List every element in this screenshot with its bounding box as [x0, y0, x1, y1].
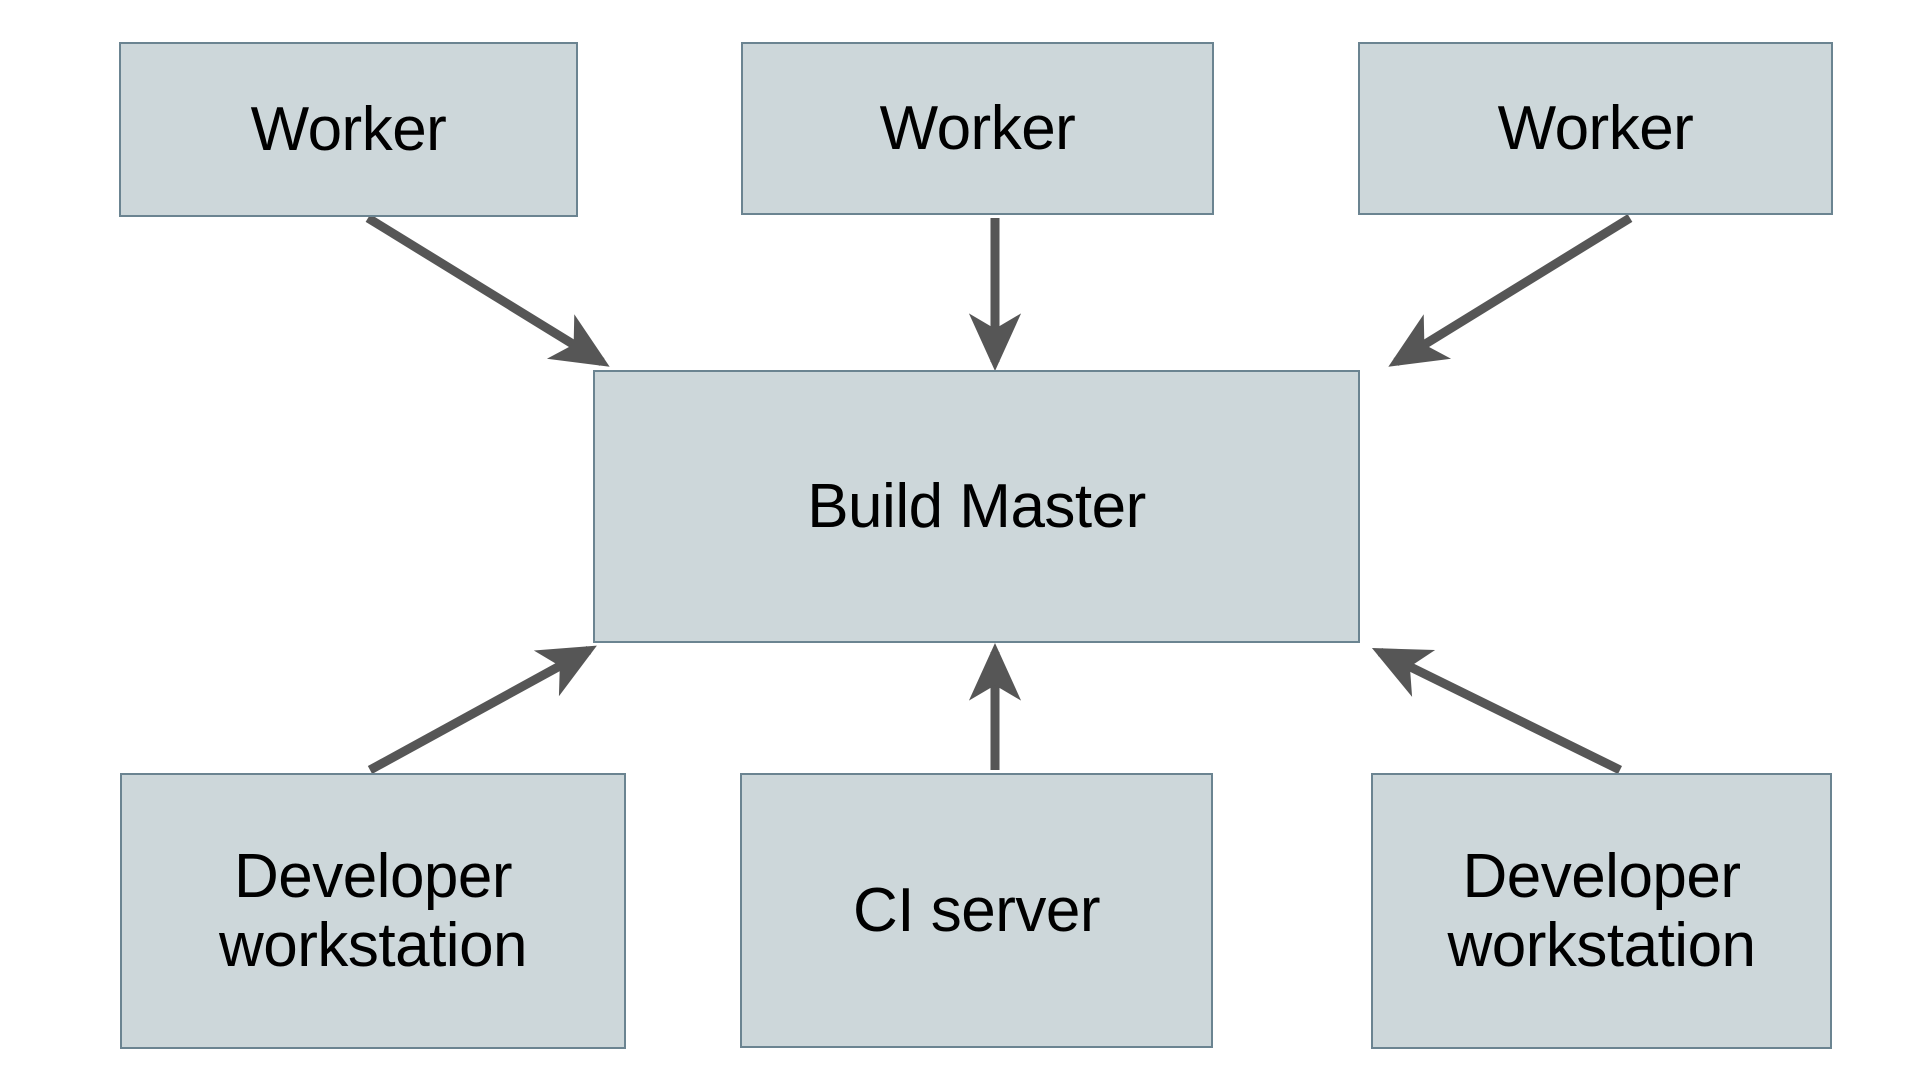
edge-devleft-to-master — [367, 645, 597, 774]
edge-worker3-to-master — [1388, 214, 1633, 367]
edge-devright-to-master — [1371, 647, 1622, 775]
node-label-ci-server: CI server — [853, 875, 1100, 945]
node-worker-2[interactable]: Worker — [741, 42, 1214, 215]
node-label-dev-right: Developer workstation — [1447, 841, 1756, 980]
node-build-master[interactable]: Build Master — [593, 370, 1360, 643]
node-dev-left[interactable]: Developer workstation — [120, 773, 626, 1049]
node-dev-right[interactable]: Developer workstation — [1371, 773, 1832, 1049]
node-worker-1[interactable]: Worker — [119, 42, 578, 217]
node-worker-3[interactable]: Worker — [1358, 42, 1833, 215]
node-label-worker-1: Worker — [250, 94, 447, 164]
node-label-dev-left: Developer workstation — [218, 841, 528, 980]
node-ci-server[interactable]: CI server — [740, 773, 1213, 1048]
node-label-worker-3: Worker — [1497, 93, 1694, 163]
edge-worker1-to-master — [365, 214, 610, 367]
node-label-build-master: Build Master — [807, 471, 1146, 541]
node-label-worker-2: Worker — [879, 93, 1076, 163]
